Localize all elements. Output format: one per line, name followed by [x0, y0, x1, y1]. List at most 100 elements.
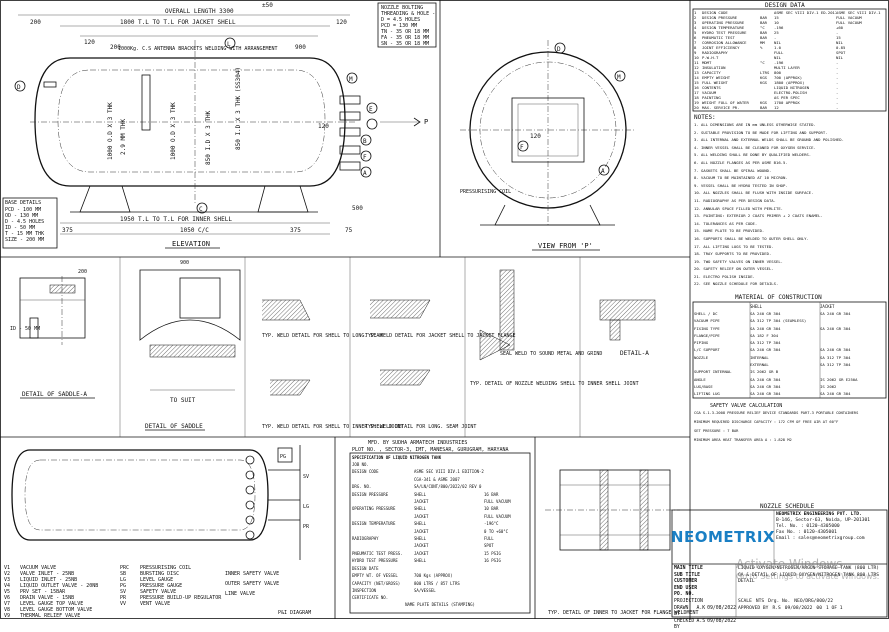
- design-cell: OPERATING PRESSURE: [702, 20, 745, 25]
- tank-spec-cell: 16 PSIG: [484, 558, 501, 564]
- nozzle-E-marker: [366, 102, 378, 114]
- note-line: 21. ELECTRO POLISH INSIDE.: [694, 273, 755, 279]
- detail-a-title: DETAIL-A: [620, 350, 649, 357]
- design-cell: DESIGN TEMPERATURE: [702, 25, 745, 30]
- legend-sym: LINE VALVE: [225, 591, 255, 597]
- note-line: 16. SUPPORTS SHALL BE WELDED TO OUTER SH…: [694, 235, 809, 241]
- id-label: 850 I.D X 3 THK: [205, 110, 212, 165]
- legend-desc: PRESSURE GAUGE: [140, 583, 182, 589]
- design-cell: ASME SEC VIII DIV.1 ED.2017: [774, 10, 836, 15]
- sub-title-label: SUB TITLE: [674, 572, 700, 578]
- design-cell: 2: [694, 15, 697, 20]
- checked-by-init: A.S: [696, 618, 706, 624]
- pid-tag-SV: SV: [303, 474, 309, 480]
- design-cell: 10: [774, 20, 779, 25]
- company-fax: Fax No. : 0120-4305001: [776, 530, 837, 535]
- nozzle-E: E: [369, 106, 373, 113]
- material-cell: SA 312 TP 304: [820, 362, 851, 368]
- material-cell: [820, 368, 886, 375]
- tank-spec-cell: [352, 498, 414, 505]
- design-cell: WEIGHT FULL OF WATER: [702, 100, 749, 105]
- title-values: LIQUID OXYGEN/NITROGEN/ARGON STORAGE TAN…: [738, 566, 886, 612]
- material-cell: ANGLE: [694, 376, 706, 382]
- rev: 00: [816, 605, 822, 611]
- design-cell: 16: [694, 85, 699, 90]
- material-cell: SHELL / DC: [694, 311, 718, 316]
- title-labels: MAIN TITLE SUB TITLE CUSTOMER END USER P…: [674, 566, 736, 632]
- company-address: NEOMETRIX ENGINEERING PVT. LTD. B-146, S…: [776, 512, 886, 542]
- design-cell: RADIOGRAPHY: [702, 50, 728, 55]
- tank-spec-cell: [414, 594, 484, 601]
- nozzle-note-line: TN - 35 OR 18 MM: [381, 29, 429, 35]
- design-cell: 9: [694, 50, 697, 55]
- tank-spec-cell: SA/LN/CONT/800/2022/02 REV 0: [414, 484, 482, 490]
- company-addr1: B-146, Sector-63, Noida, UP-201301: [776, 518, 871, 523]
- legend-code: LG: [120, 577, 126, 583]
- tank-spec-row: DESIGN DATE: [352, 565, 528, 572]
- design-cell: 25: [774, 30, 779, 35]
- detail-saddle-a-title: DETAIL OF SADDLE-A: [22, 391, 87, 398]
- elevation-view: ±50 OVERALL LENGTH 3300 1800 T.L TO T.L …: [2, 2, 437, 249]
- pid-title: P&I DIAGRAM: [278, 610, 311, 616]
- design-cell: LTRS: [760, 70, 770, 75]
- design-cell: 15: [836, 35, 841, 40]
- design-cell: BAR: [760, 15, 768, 20]
- tank-spec-cell: -196°C: [484, 521, 499, 527]
- safety-title: SAFETY VALVE CALCULATION: [710, 403, 782, 409]
- base-note-line: SIZE - 200 MM: [5, 237, 44, 243]
- dim-120c: 120: [318, 123, 329, 130]
- dim-200b: 200: [110, 44, 121, 51]
- legend-desc: DRAIN VALVE - 15NB: [20, 595, 74, 601]
- material-cell: SA 240 GR 304: [750, 376, 781, 382]
- tank-spec-cell: JACKET: [414, 550, 429, 556]
- material-cell: FLANGE/PIPE: [694, 332, 720, 338]
- design-cell: -: [836, 105, 839, 110]
- material-head-cell: SHELL: [750, 304, 763, 309]
- legend-desc: LEVEL GAUGE: [140, 577, 173, 583]
- design-cell: 1.0: [774, 45, 782, 50]
- saddle-right: [257, 185, 309, 213]
- design-cell: 12: [694, 65, 699, 70]
- note-line: 15. NAME PLATE TO BE PROVIDED.: [694, 228, 765, 234]
- nozzle-note-line: D = 4.5 HOLES: [381, 17, 420, 23]
- scale-value: NTS: [755, 598, 765, 604]
- tank-spec-cell: [484, 565, 528, 572]
- dim-120: 120: [84, 39, 95, 46]
- tank-spec-cell: FULL VACUUM: [484, 499, 511, 505]
- approved-by-init: R.S: [772, 605, 781, 611]
- design-cell: CONTENTS: [702, 85, 721, 90]
- design-cell: 1: [694, 10, 697, 15]
- weld-jacket-title: TYP. WELD DETAIL FOR JACKET SHELL TO JAC…: [365, 333, 516, 339]
- legend-code: PR: [120, 595, 127, 601]
- material-cell: SA 240 GR 304: [750, 347, 781, 353]
- material-title: MATERIAL OF CONSTRUCTION: [735, 294, 822, 301]
- base-note-line: PCD - 100 MM: [5, 207, 41, 213]
- weld-long-title: TYP. WELD DETAIL FOR LONG. SEAM JOINT: [365, 424, 476, 430]
- notes-title: NOTES:: [694, 114, 716, 121]
- dim-120b: 120: [336, 19, 347, 26]
- design-cell: P.W.H.T: [702, 55, 719, 60]
- nozzle-note-line: FA - 35 OR 18 MM: [381, 35, 429, 41]
- title-block: NOZZLE SCHEDULE: [671, 503, 888, 618]
- design-cell: 8: [694, 45, 697, 50]
- inner-jacket-flange-detail: TYP. DETAIL OF INNER TO JACKET FOR FLANG…: [545, 469, 699, 616]
- design-cell: -: [774, 35, 777, 40]
- vp-nozzle-M: M: [617, 74, 621, 81]
- legend-desc: LEVEL GAUGE BOTTOM VALVE: [20, 607, 92, 613]
- design-cell: -196: [774, 60, 784, 65]
- vp-nozzle-D: D: [557, 46, 561, 53]
- material-cell: SA 182 F 304: [750, 332, 779, 338]
